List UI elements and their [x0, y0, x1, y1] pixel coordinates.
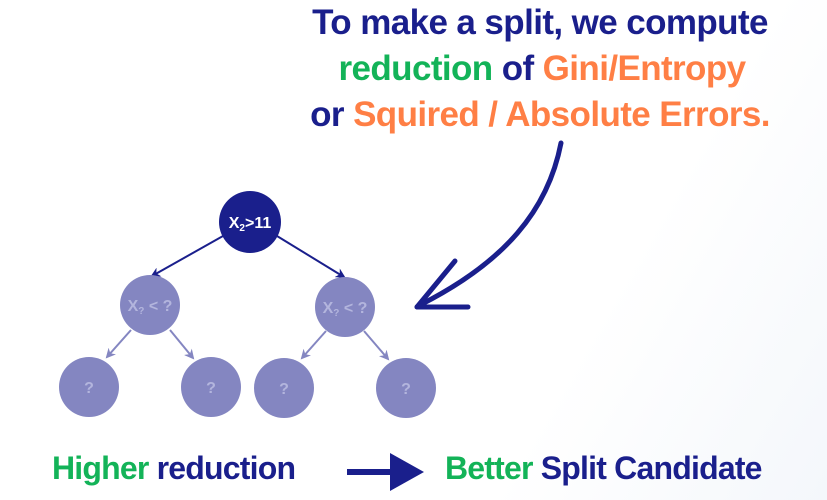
- leaf-label: ?: [84, 380, 94, 397]
- footer-cause: Higher reduction: [52, 450, 296, 487]
- tree-split-node-left: X? < ?: [120, 275, 180, 335]
- leaf-label: ?: [279, 381, 289, 398]
- node-variable: X: [128, 298, 139, 315]
- tree-edge: [363, 330, 390, 361]
- headline: To make a split, we compute reduction of…: [290, 0, 790, 138]
- node-variable: X: [229, 215, 240, 232]
- right-arrow-icon: [347, 453, 424, 491]
- node-subscript: ?: [333, 308, 339, 319]
- leaf-label: ?: [206, 380, 216, 397]
- footer-keyword-higher: Higher: [52, 450, 149, 486]
- headline-line-2: reduction of Gini/Entropy: [290, 46, 790, 92]
- svg-text:X2>11: X2>11: [229, 215, 272, 234]
- footer-keyword-better: Better: [445, 450, 533, 486]
- tree-edge: [276, 235, 346, 279]
- headline-line-1: To make a split, we compute: [290, 0, 790, 46]
- headline-text: or: [310, 95, 354, 134]
- tree-edge: [105, 329, 132, 359]
- tree-leaf-node: ?: [376, 358, 436, 418]
- tree-edge: [300, 330, 327, 360]
- headline-keyword-reduction: reduction: [338, 49, 494, 88]
- footer-text: Split Candidate: [532, 450, 763, 486]
- node-subscript: ?: [138, 306, 144, 317]
- tree-edge: [169, 329, 195, 360]
- curved-pointer-arrow: [414, 140, 564, 310]
- node-variable: X: [323, 300, 334, 317]
- svg-text:X? < ?: X? < ?: [128, 298, 173, 317]
- headline-line-3: or Squired / Absolute Errors.: [290, 92, 790, 138]
- footer-text: reduction: [148, 450, 296, 486]
- headline-keyword-gini-entropy: Gini/Entropy: [542, 49, 746, 88]
- leaf-label: ?: [401, 381, 411, 398]
- tree-edge: [150, 235, 224, 277]
- footer-statement: Higher reduction Better Split Candidate: [0, 448, 827, 498]
- headline-keyword-errors: Squired / Absolute Errors.: [353, 95, 770, 134]
- svg-text:X? < ?: X? < ?: [323, 300, 368, 319]
- node-subscript: 2: [239, 223, 245, 234]
- node-condition: < ?: [339, 300, 367, 317]
- node-condition: >11: [245, 215, 271, 232]
- node-condition: < ?: [144, 298, 172, 315]
- headline-text: To make a split, we compute: [312, 3, 768, 42]
- tree-leaf-node: ?: [181, 357, 241, 417]
- tree-leaf-node: ?: [254, 358, 314, 418]
- tree-split-node-right: X? < ?: [315, 277, 375, 337]
- footer-effect: Better Split Candidate: [445, 450, 762, 487]
- tree-leaf-node: ?: [59, 357, 119, 417]
- headline-text: of: [492, 49, 543, 88]
- tree-root-node: X2>11: [219, 191, 281, 253]
